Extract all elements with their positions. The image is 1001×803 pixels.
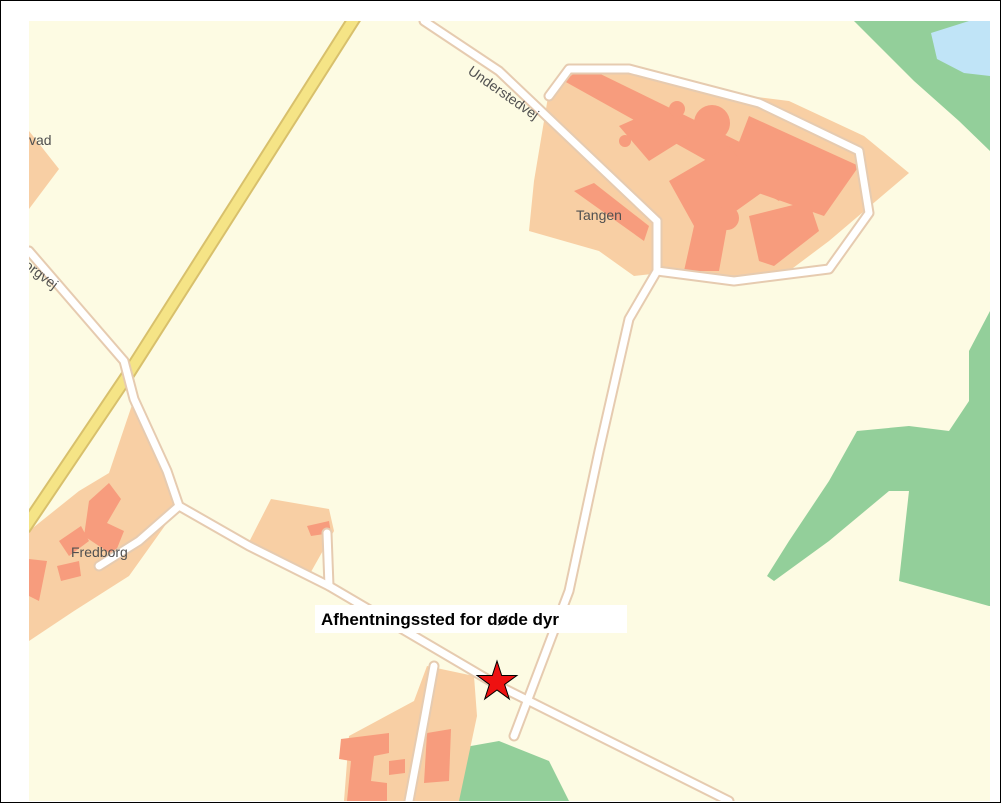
buildings-tangen: [564, 66, 859, 271]
map-canvas[interactable]: vad Tangen Fredborg Understedvej orgvej …: [29, 21, 990, 801]
marker-label: Afhentningssted for døde dyr: [315, 605, 627, 633]
place-label-fredborg: Fredborg: [71, 544, 128, 560]
place-label-partial: vad: [29, 132, 52, 148]
place-label-tangen: Tangen: [576, 207, 622, 223]
minor-roads: [29, 21, 873, 801]
marker-label-background: [315, 605, 627, 633]
forest-area-bottom: [447, 741, 569, 801]
farmland-middle: [247, 499, 334, 579]
buildings-bottom: [339, 729, 451, 801]
star-shape[interactable]: [475, 659, 519, 701]
star-icon[interactable]: [475, 659, 519, 701]
lake: [931, 21, 990, 76]
forest-area-right: [767, 311, 990, 606]
map-svg[interactable]: vad Tangen Fredborg Understedvej orgvej …: [29, 21, 990, 801]
marker-label-text: Afhentningssted for døde dyr: [321, 610, 559, 629]
farmland-left-top: [29, 131, 59, 209]
buildings-fredborg: [29, 483, 124, 601]
